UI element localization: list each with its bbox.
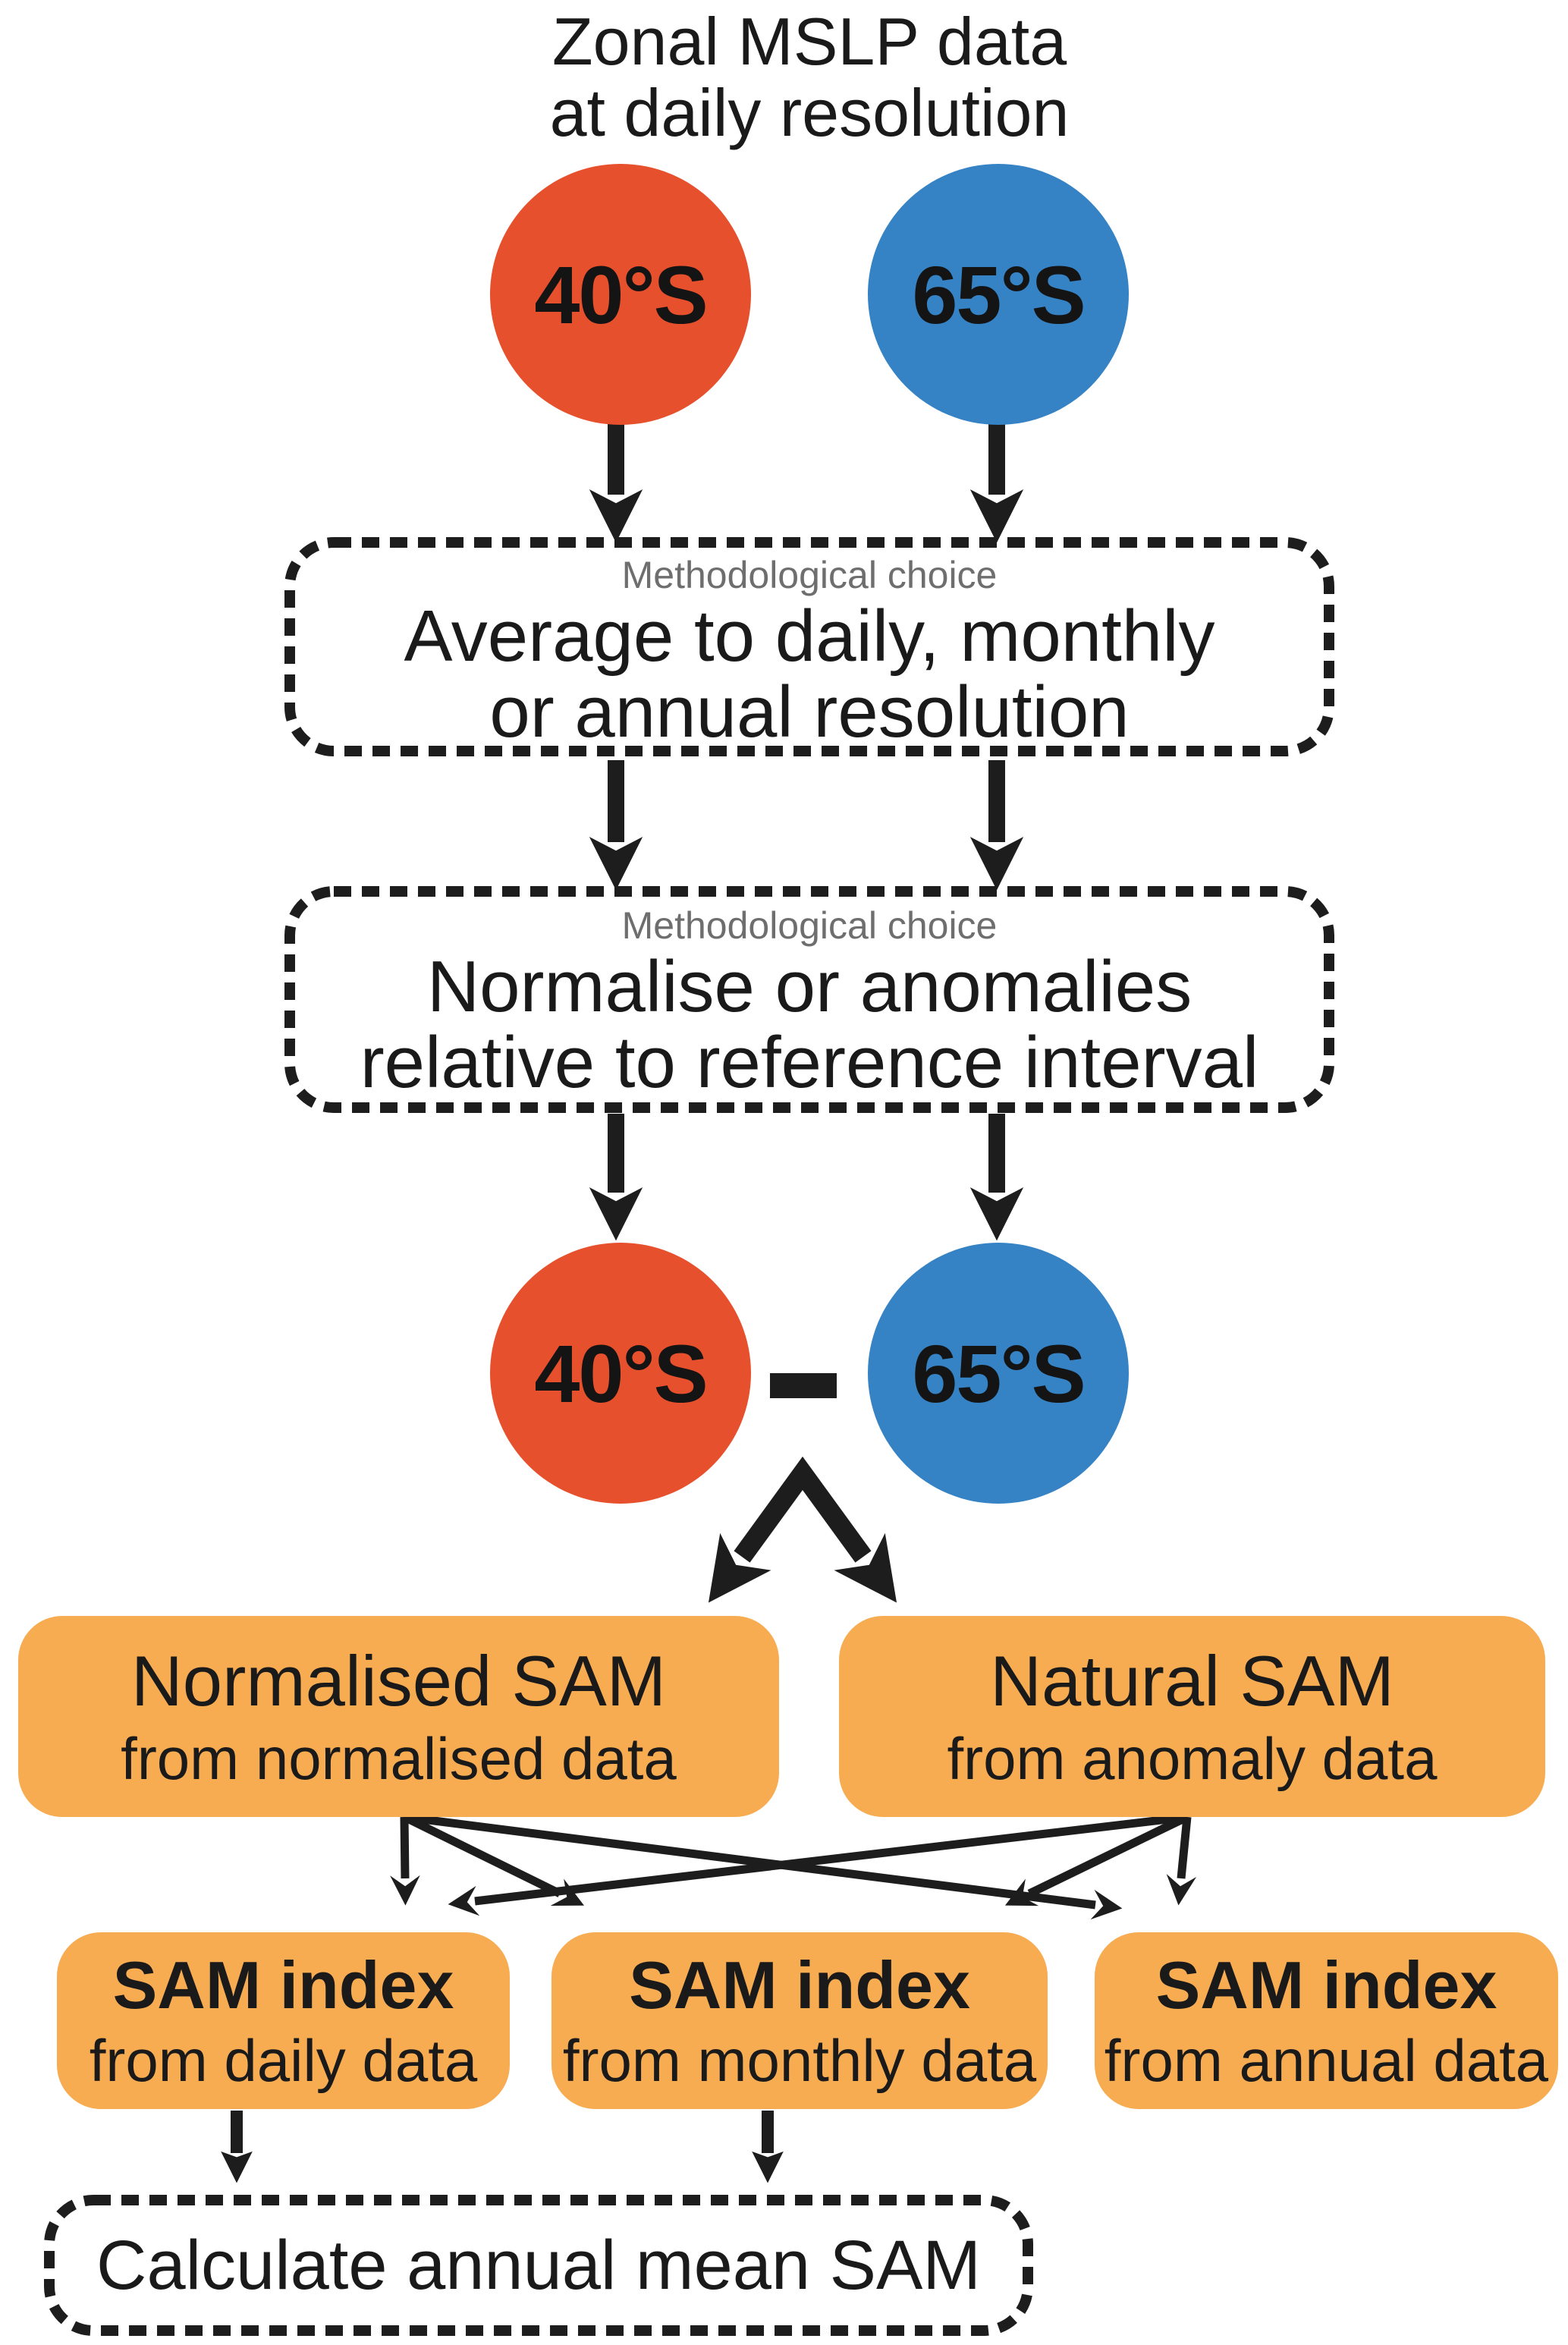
- calculate-annual-mean-label: Calculate annual mean SAM: [96, 2226, 981, 2304]
- normalising-choice-header: Methodological choice: [621, 904, 998, 947]
- arrow-normalised-to-daily: [390, 1816, 420, 1906]
- arrow-natural-to-annual: [1166, 1816, 1197, 1906]
- averaging-choice-line2: or annual resolution: [489, 671, 1130, 753]
- node-averaging-choice: Methodological choice Average to daily, …: [290, 542, 1329, 751]
- arrow-normalised-to-annual: [404, 1812, 1123, 1920]
- natural-sam-subtitle: from anomaly data: [947, 1724, 1438, 1792]
- averaging-choice-line1: Average to daily, monthly: [404, 596, 1215, 677]
- sam-index-daily-title: SAM index: [112, 1947, 454, 2023]
- arrow-natural-to-daily: [448, 1812, 1188, 1916]
- node-natural-sam: Natural SAM from anomaly data: [839, 1616, 1545, 1817]
- minus-icon: [770, 1373, 837, 1398]
- node-40s-difference-label: 40°S: [534, 1327, 708, 1419]
- arrow-natural-to-monthly: [1004, 1813, 1189, 1906]
- node-65s-difference: 65°S: [868, 1243, 1129, 1504]
- node-65s-input: 65°S: [868, 164, 1129, 425]
- diagram-title-line1: Zonal MSLP data: [551, 4, 1067, 79]
- sam-index-monthly-title: SAM index: [629, 1947, 970, 2023]
- node-sam-index-daily: SAM index from daily data: [57, 1932, 510, 2109]
- node-sam-index-annual: SAM index from annual data: [1095, 1932, 1558, 2109]
- node-65s-input-label: 65°S: [912, 248, 1086, 341]
- node-normalising-choice: Methodological choice Normalise or anoma…: [290, 891, 1329, 1108]
- sam-index-annual-title: SAM index: [1155, 1947, 1497, 2023]
- normalising-choice-line2: relative to reference interval: [360, 1022, 1259, 1103]
- normalising-box-border: [284, 886, 1334, 1113]
- averaging-choice-header: Methodological choice: [621, 554, 998, 596]
- node-40s-input: 40°S: [490, 164, 751, 425]
- node-calculate-annual-mean: Calculate annual mean SAM: [49, 2200, 1028, 2331]
- sam-index-annual-subtitle: from annual data: [1104, 2026, 1549, 2094]
- diagram-title: Zonal MSLP data at daily resolution: [290, 6, 1329, 149]
- sam-index-monthly-subtitle: from monthly data: [562, 2026, 1037, 2094]
- natural-sam-title: Natural SAM: [990, 1640, 1394, 1721]
- averaging-box-border: [284, 537, 1334, 756]
- normalised-sam-title: Normalised SAM: [130, 1640, 667, 1721]
- node-40s-difference: 40°S: [490, 1243, 751, 1504]
- node-40s-input-label: 40°S: [534, 248, 708, 341]
- normalised-sam-subtitle: from normalised data: [121, 1724, 677, 1792]
- node-normalised-sam: Normalised SAM from normalised data: [18, 1616, 779, 1817]
- arrow-normalised-to-monthly: [402, 1813, 584, 1906]
- calculate-box-border: [44, 2195, 1033, 2336]
- sam-index-daily-subtitle: from daily data: [89, 2026, 478, 2094]
- node-sam-index-monthly: SAM index from monthly data: [551, 1932, 1048, 2109]
- normalising-choice-line1: Normalise or anomalies: [426, 946, 1192, 1027]
- arrow-difference-split: [708, 1456, 897, 1603]
- diagram-title-line2: at daily resolution: [549, 75, 1070, 150]
- node-65s-difference-label: 65°S: [912, 1327, 1086, 1419]
